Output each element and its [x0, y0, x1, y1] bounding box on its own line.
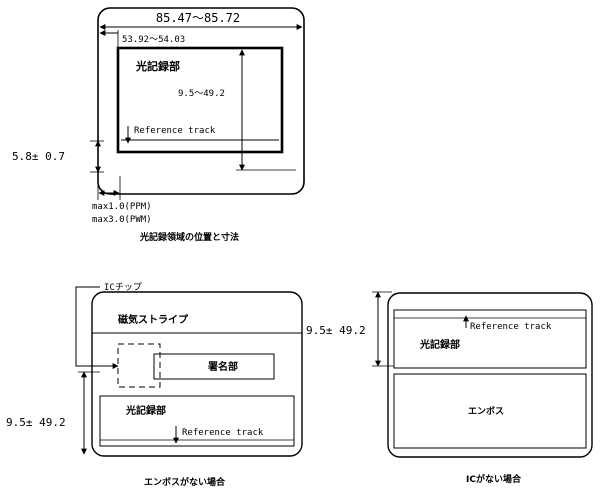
inner-width-dim-label: 53.92～54.03 — [122, 35, 185, 45]
left-area-label: 光記録部 — [125, 404, 166, 417]
right-card-figure: 9.5± 49.2 Reference track 光記録部 エンボス ICがな… — [306, 291, 593, 485]
signature-label: 署名部 — [207, 360, 238, 373]
ic-chip-leader — [75, 286, 119, 369]
ic-chip-area — [117, 343, 161, 388]
margin-pwm-label: max3.0(PWM) — [92, 215, 152, 225]
width-dim-label: 85.47～85.72 — [156, 11, 240, 25]
optical-area-outer — [116, 46, 284, 154]
right-height-dim-label: 9.5± 49.2 — [306, 324, 366, 337]
emboss-area — [393, 373, 587, 449]
left-optical-area — [99, 395, 295, 447]
top-ref-track-label: Reference track — [134, 126, 216, 136]
left-caption: エンボスがない場合 — [144, 476, 226, 488]
left-card-figure: ICチップ 磁気ストライプ 署名部 光記録部 Reference track 9… — [6, 282, 303, 488]
left-card-outline — [91, 291, 303, 457]
left-ref-track-label: Reference track — [182, 428, 264, 438]
emboss-label: エンボス — [468, 405, 504, 417]
magnetic-stripe-label: 磁気ストライプ — [118, 313, 189, 326]
right-caption: ICがない場合 — [466, 473, 522, 485]
ic-chip-label: ICチップ — [104, 282, 142, 293]
margin-ppm-label: max1.0(PPM) — [92, 202, 152, 212]
signature-area — [153, 353, 275, 380]
right-ref-track-label: Reference track — [470, 322, 552, 332]
left-height-dim-label: 9.5± 49.2 — [6, 416, 66, 429]
right-card-outline — [387, 292, 593, 458]
right-optical-area — [393, 309, 587, 369]
top-area-label: 光記録部 — [135, 59, 180, 73]
right-area-label: 光記録部 — [419, 338, 460, 351]
top-figure: 85.47～85.72 53.92～54.03 光記録部 9.5～49.2 Re… — [12, 7, 305, 243]
top-height-dim-label: 9.5～49.2 — [178, 89, 225, 99]
card-outline — [97, 7, 305, 195]
top-caption: 光記録領域の位置と寸法 — [139, 231, 239, 243]
left-offset-label: 5.8± 0.7 — [12, 150, 65, 163]
